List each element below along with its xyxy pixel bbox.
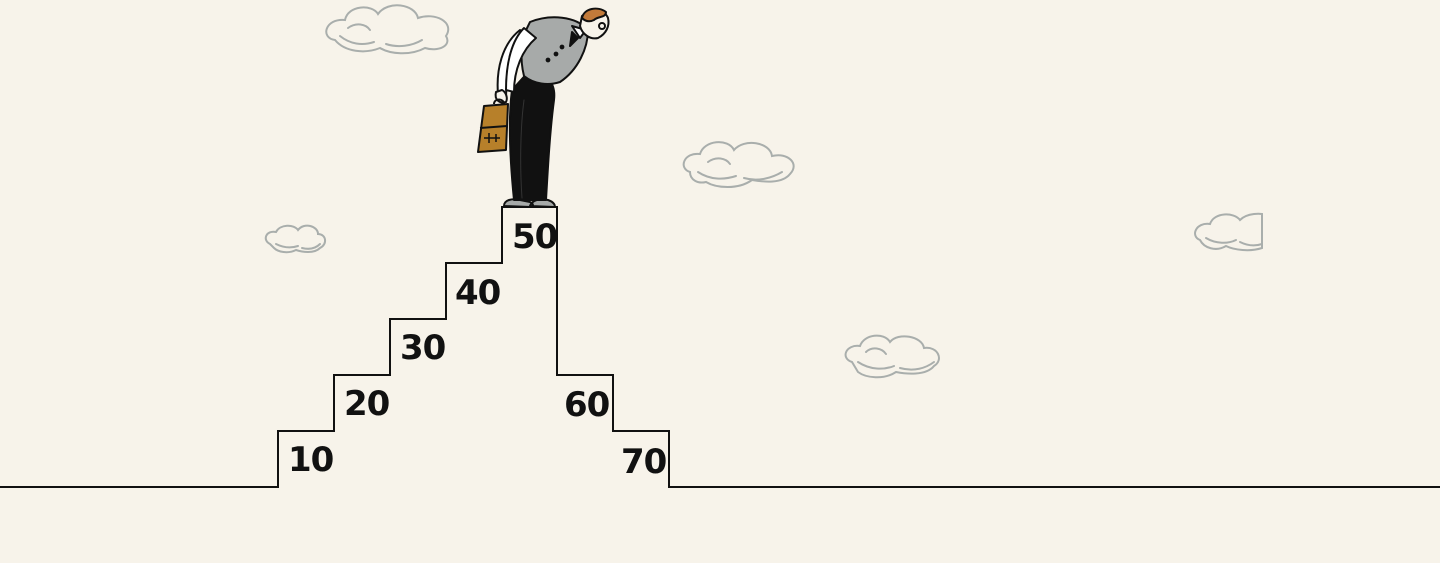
cloud-icon <box>325 4 450 55</box>
step-label-60: 60 <box>564 385 610 425</box>
staircase-outline <box>0 206 1440 488</box>
step-label-30: 30 <box>400 328 446 368</box>
cloud-icon <box>682 141 795 188</box>
step-label-20: 20 <box>344 384 390 424</box>
step-label-10: 10 <box>288 440 334 480</box>
step-label-50: 50 <box>512 217 558 257</box>
hair <box>581 7 607 23</box>
shirt-sleeve <box>505 27 537 93</box>
cloud-icon <box>1194 212 1263 252</box>
trousers <box>508 69 556 201</box>
shoes <box>503 198 556 208</box>
step-label-40: 40 <box>455 273 501 313</box>
businessman-figure <box>494 7 610 208</box>
cloud-icon <box>264 224 326 254</box>
briefcase-icon <box>477 98 509 153</box>
step-label-70: 70 <box>621 442 667 482</box>
cloud-icon <box>844 334 940 379</box>
